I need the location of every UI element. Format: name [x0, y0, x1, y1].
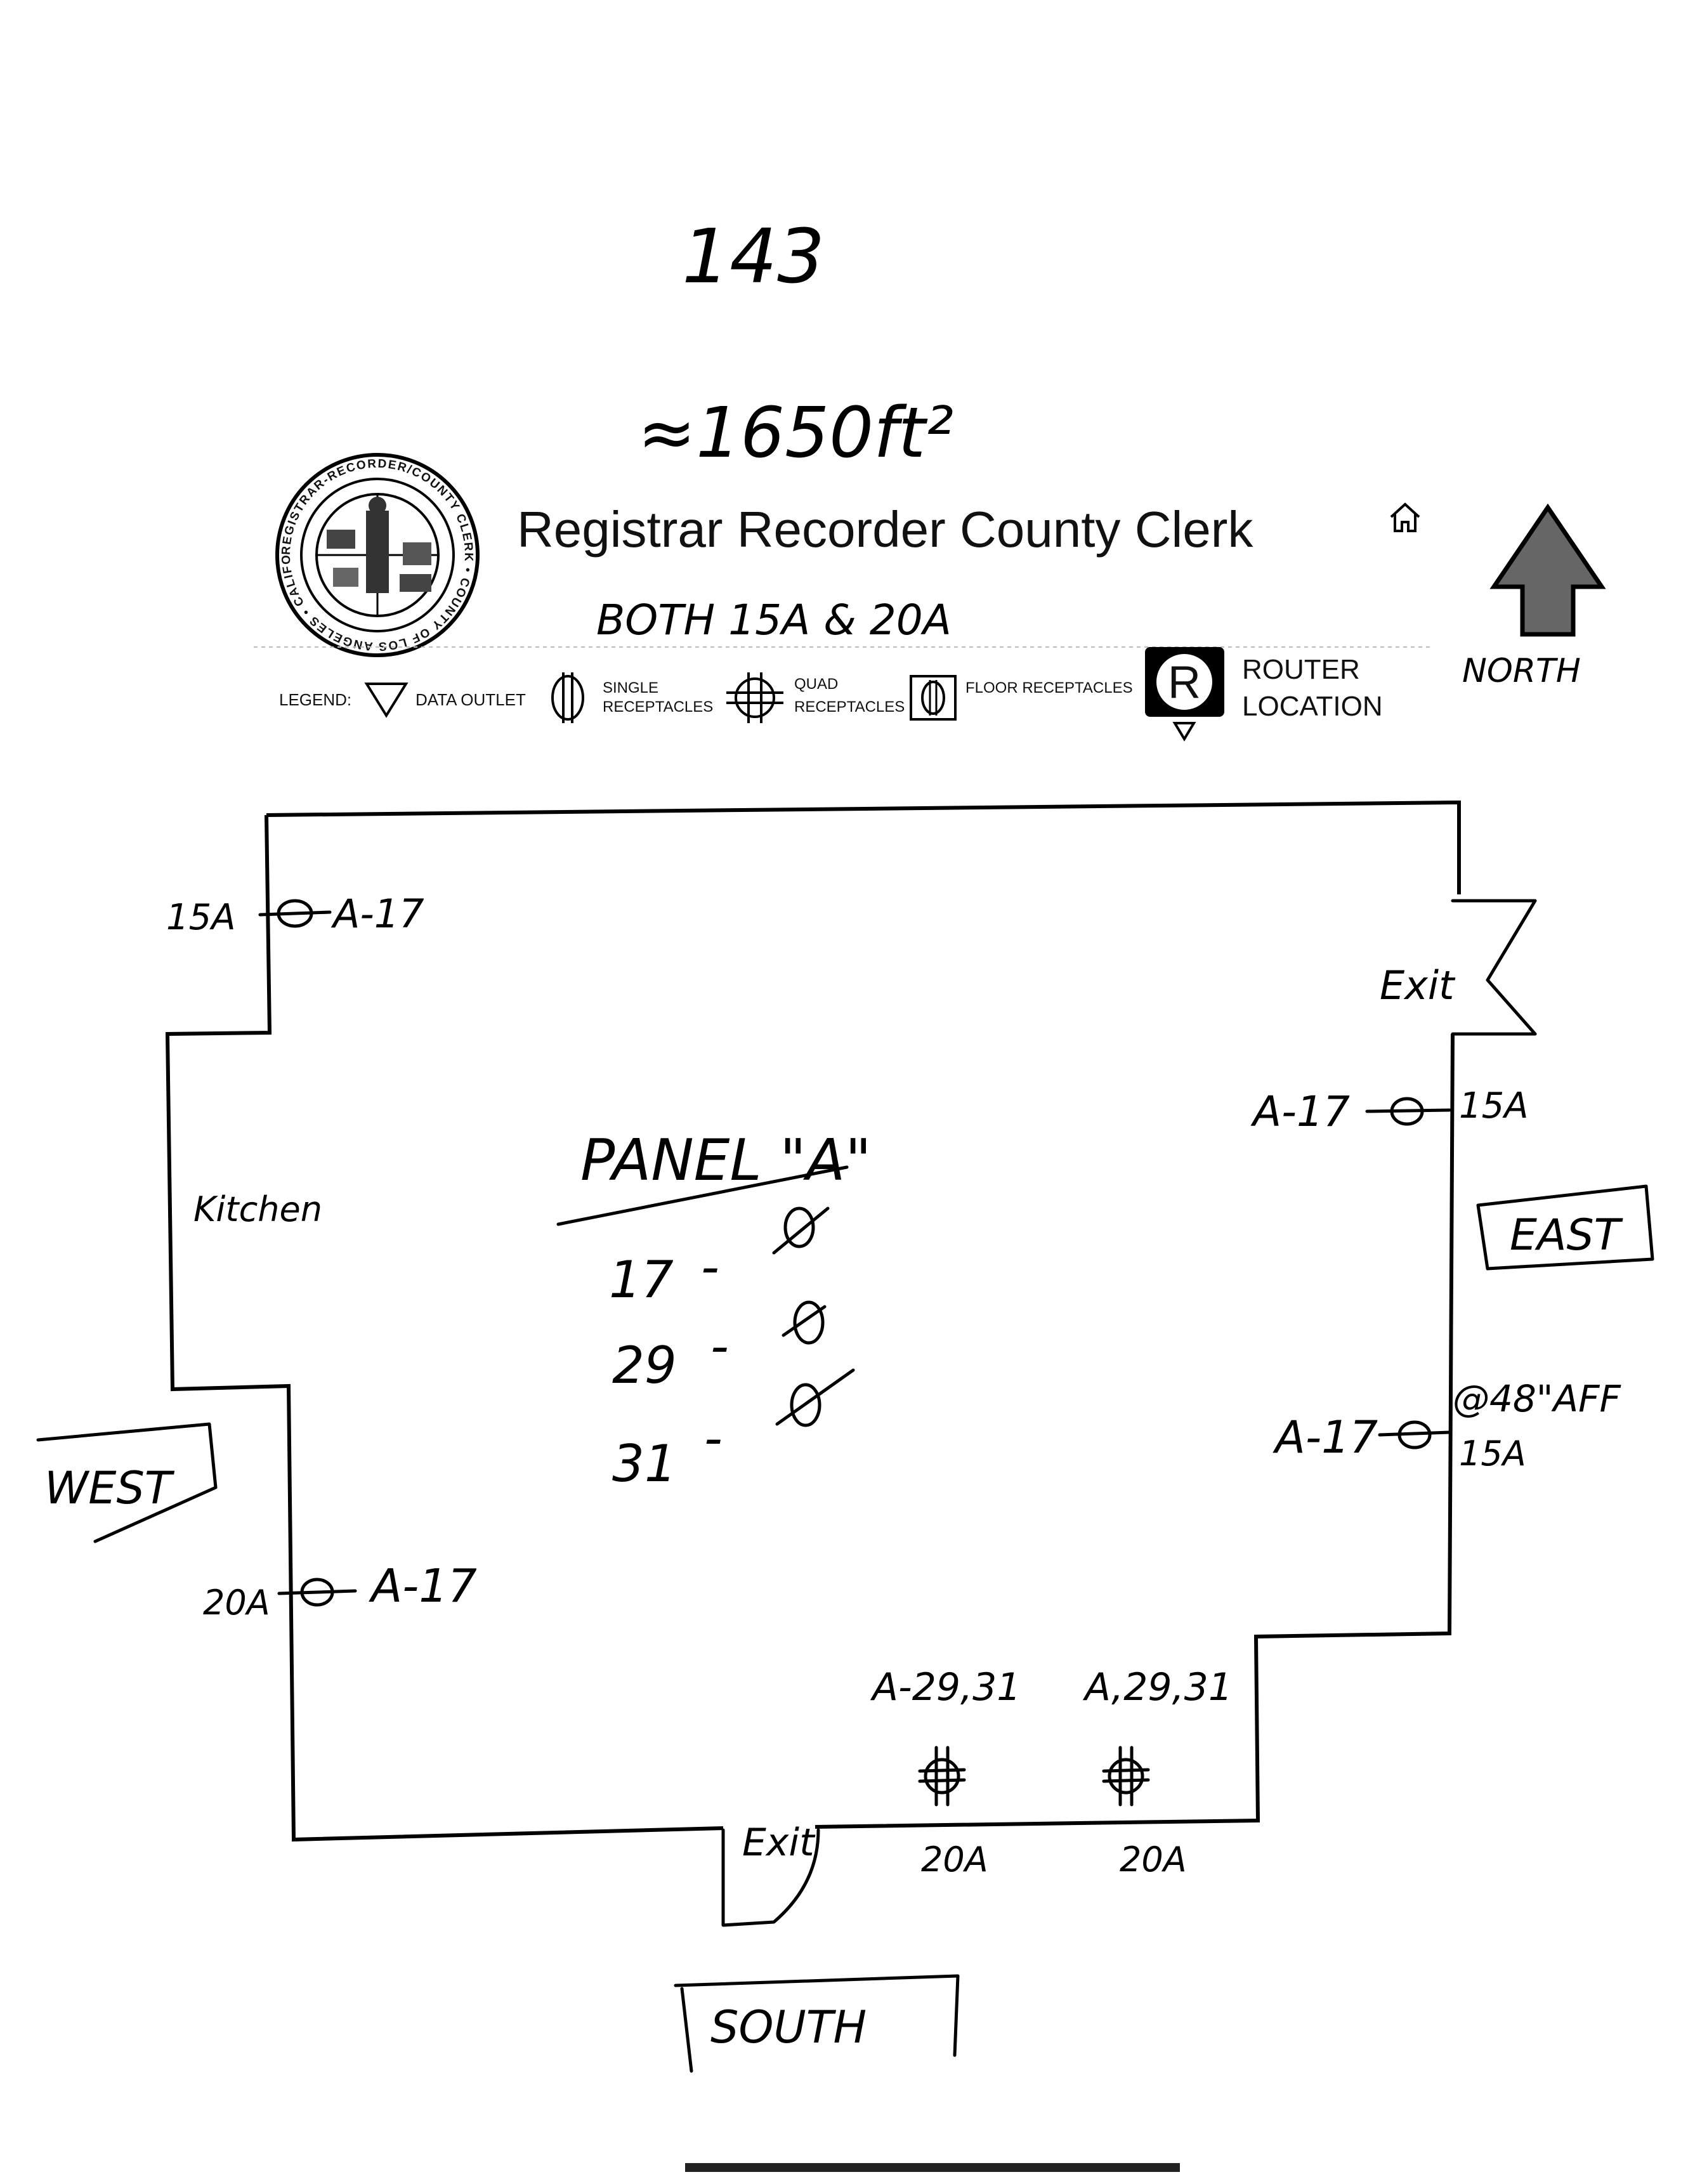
west-label: WEST [44, 1462, 175, 1514]
outlet-south-1-circuit: A-29,31 [870, 1665, 1021, 1710]
header-subnote: BOTH 15A & 20A [596, 596, 952, 644]
outlet-east-lower-circuit: A-17 [1273, 1411, 1378, 1463]
panel-row-receptacle-icon [775, 1368, 855, 1427]
county-seal-icon: REGISTRAR-RECORDER/COUNTY CLERK • COUNTY… [275, 453, 480, 657]
outlet-nw: 15A A-17 [166, 891, 424, 938]
legend-single-1: SINGLE [603, 679, 658, 696]
outlet-nw-amp: 15A [166, 897, 236, 938]
panel-row-receptacle-icon [782, 1300, 827, 1345]
legend: LEGEND: DATA OUTLET SINGLE RECEPTACLES Q… [279, 647, 1383, 742]
north-label: NORTH [1462, 652, 1581, 690]
legend-quad-1: QUAD [794, 676, 838, 693]
panel-row-circuit: 31 [612, 1434, 677, 1493]
quad-receptacle-icon [1102, 1746, 1150, 1807]
outlet-west-circuit: A-17 [369, 1559, 477, 1612]
south-label: SOUTH [710, 2001, 867, 2053]
router-glyph: R [1168, 657, 1201, 708]
panel-schedule: PANEL "A" 17 - 29 - 31 - [556, 1127, 872, 1493]
page-number: 143 [682, 213, 825, 300]
legend-single-2: RECEPTACLES [603, 698, 713, 716]
outlet-east-lower: A-17 @48"AFF 15A [1273, 1377, 1622, 1474]
east-label-box: EAST [1476, 1184, 1654, 1271]
legend-router-2: LOCATION [1242, 691, 1383, 722]
east-exit-label: Exit [1380, 962, 1456, 1009]
header-title: Registrar Recorder County Clerk [517, 501, 1253, 558]
floor-plan-walls [165, 800, 1461, 1842]
legend-floor: FLOOR RECEPTACLES [965, 679, 1133, 696]
north-arrow-icon [1489, 503, 1606, 637]
panel-row-circuit: 29 [612, 1336, 677, 1395]
east-exit-door [1451, 899, 1537, 1036]
scan-edge-bar [685, 2163, 1180, 2172]
outlet-south-1: A-29,31 20A [870, 1665, 1021, 1880]
legend-data-outlet: DATA OUTLET [415, 690, 526, 709]
single-receptacle-icon [277, 1578, 357, 1607]
outlet-west: 20A A-17 [203, 1559, 477, 1623]
legend-router-1: ROUTER [1242, 654, 1360, 685]
triangle-down-icon [364, 683, 409, 718]
area-note: ≈1650ft² [638, 392, 953, 473]
single-receptacle-icon [1365, 1097, 1451, 1126]
panel-title: PANEL "A" [580, 1127, 872, 1194]
outlet-south-2-circuit: A,29,31 [1082, 1665, 1233, 1710]
outlet-east-upper-circuit: A-17 [1250, 1087, 1350, 1136]
outlet-nw-circuit: A-17 [330, 891, 424, 937]
single-receptacle-icon [1378, 1420, 1451, 1449]
kitchen-label: Kitchen [193, 1189, 322, 1229]
outlet-east-lower-note: @48"AFF [1453, 1377, 1622, 1420]
home-icon [1390, 502, 1420, 532]
quad-receptacle-icon [918, 1746, 966, 1807]
outlet-south-2-amp: 20A [1120, 1840, 1187, 1880]
panel-row-sep: - [701, 1238, 719, 1297]
floor-receptacle-icon [910, 675, 957, 721]
outlet-south-2: A,29,31 20A [1082, 1665, 1233, 1880]
panel-row-sep: - [710, 1317, 729, 1376]
outlet-east-upper-amp: 15A [1459, 1085, 1529, 1127]
panel-row-circuit: 17 [609, 1250, 674, 1309]
south-label-box: SOUTH [674, 1974, 960, 2073]
south-exit-label: Exit [742, 1821, 816, 1865]
panel-row-receptacle-icon [772, 1206, 830, 1255]
quad-receptacle-icon [726, 672, 783, 723]
outlet-east-lower-amp: 15A [1459, 1434, 1526, 1474]
outlet-west-amp: 20A [203, 1583, 270, 1623]
outlet-south-1-amp: 20A [921, 1840, 988, 1880]
outlet-east-upper: A-17 15A [1250, 1085, 1529, 1136]
east-label: EAST [1510, 1210, 1623, 1260]
single-receptacle-icon [551, 672, 584, 723]
legend-quad-2: RECEPTACLES [794, 698, 905, 716]
single-receptacle-icon [258, 899, 332, 928]
west-label-box: WEST [36, 1422, 218, 1543]
panel-row-sep: - [704, 1409, 723, 1468]
south-exit-door [721, 1828, 820, 1927]
legend-label: LEGEND: [279, 690, 351, 709]
router-icon [1145, 647, 1224, 742]
